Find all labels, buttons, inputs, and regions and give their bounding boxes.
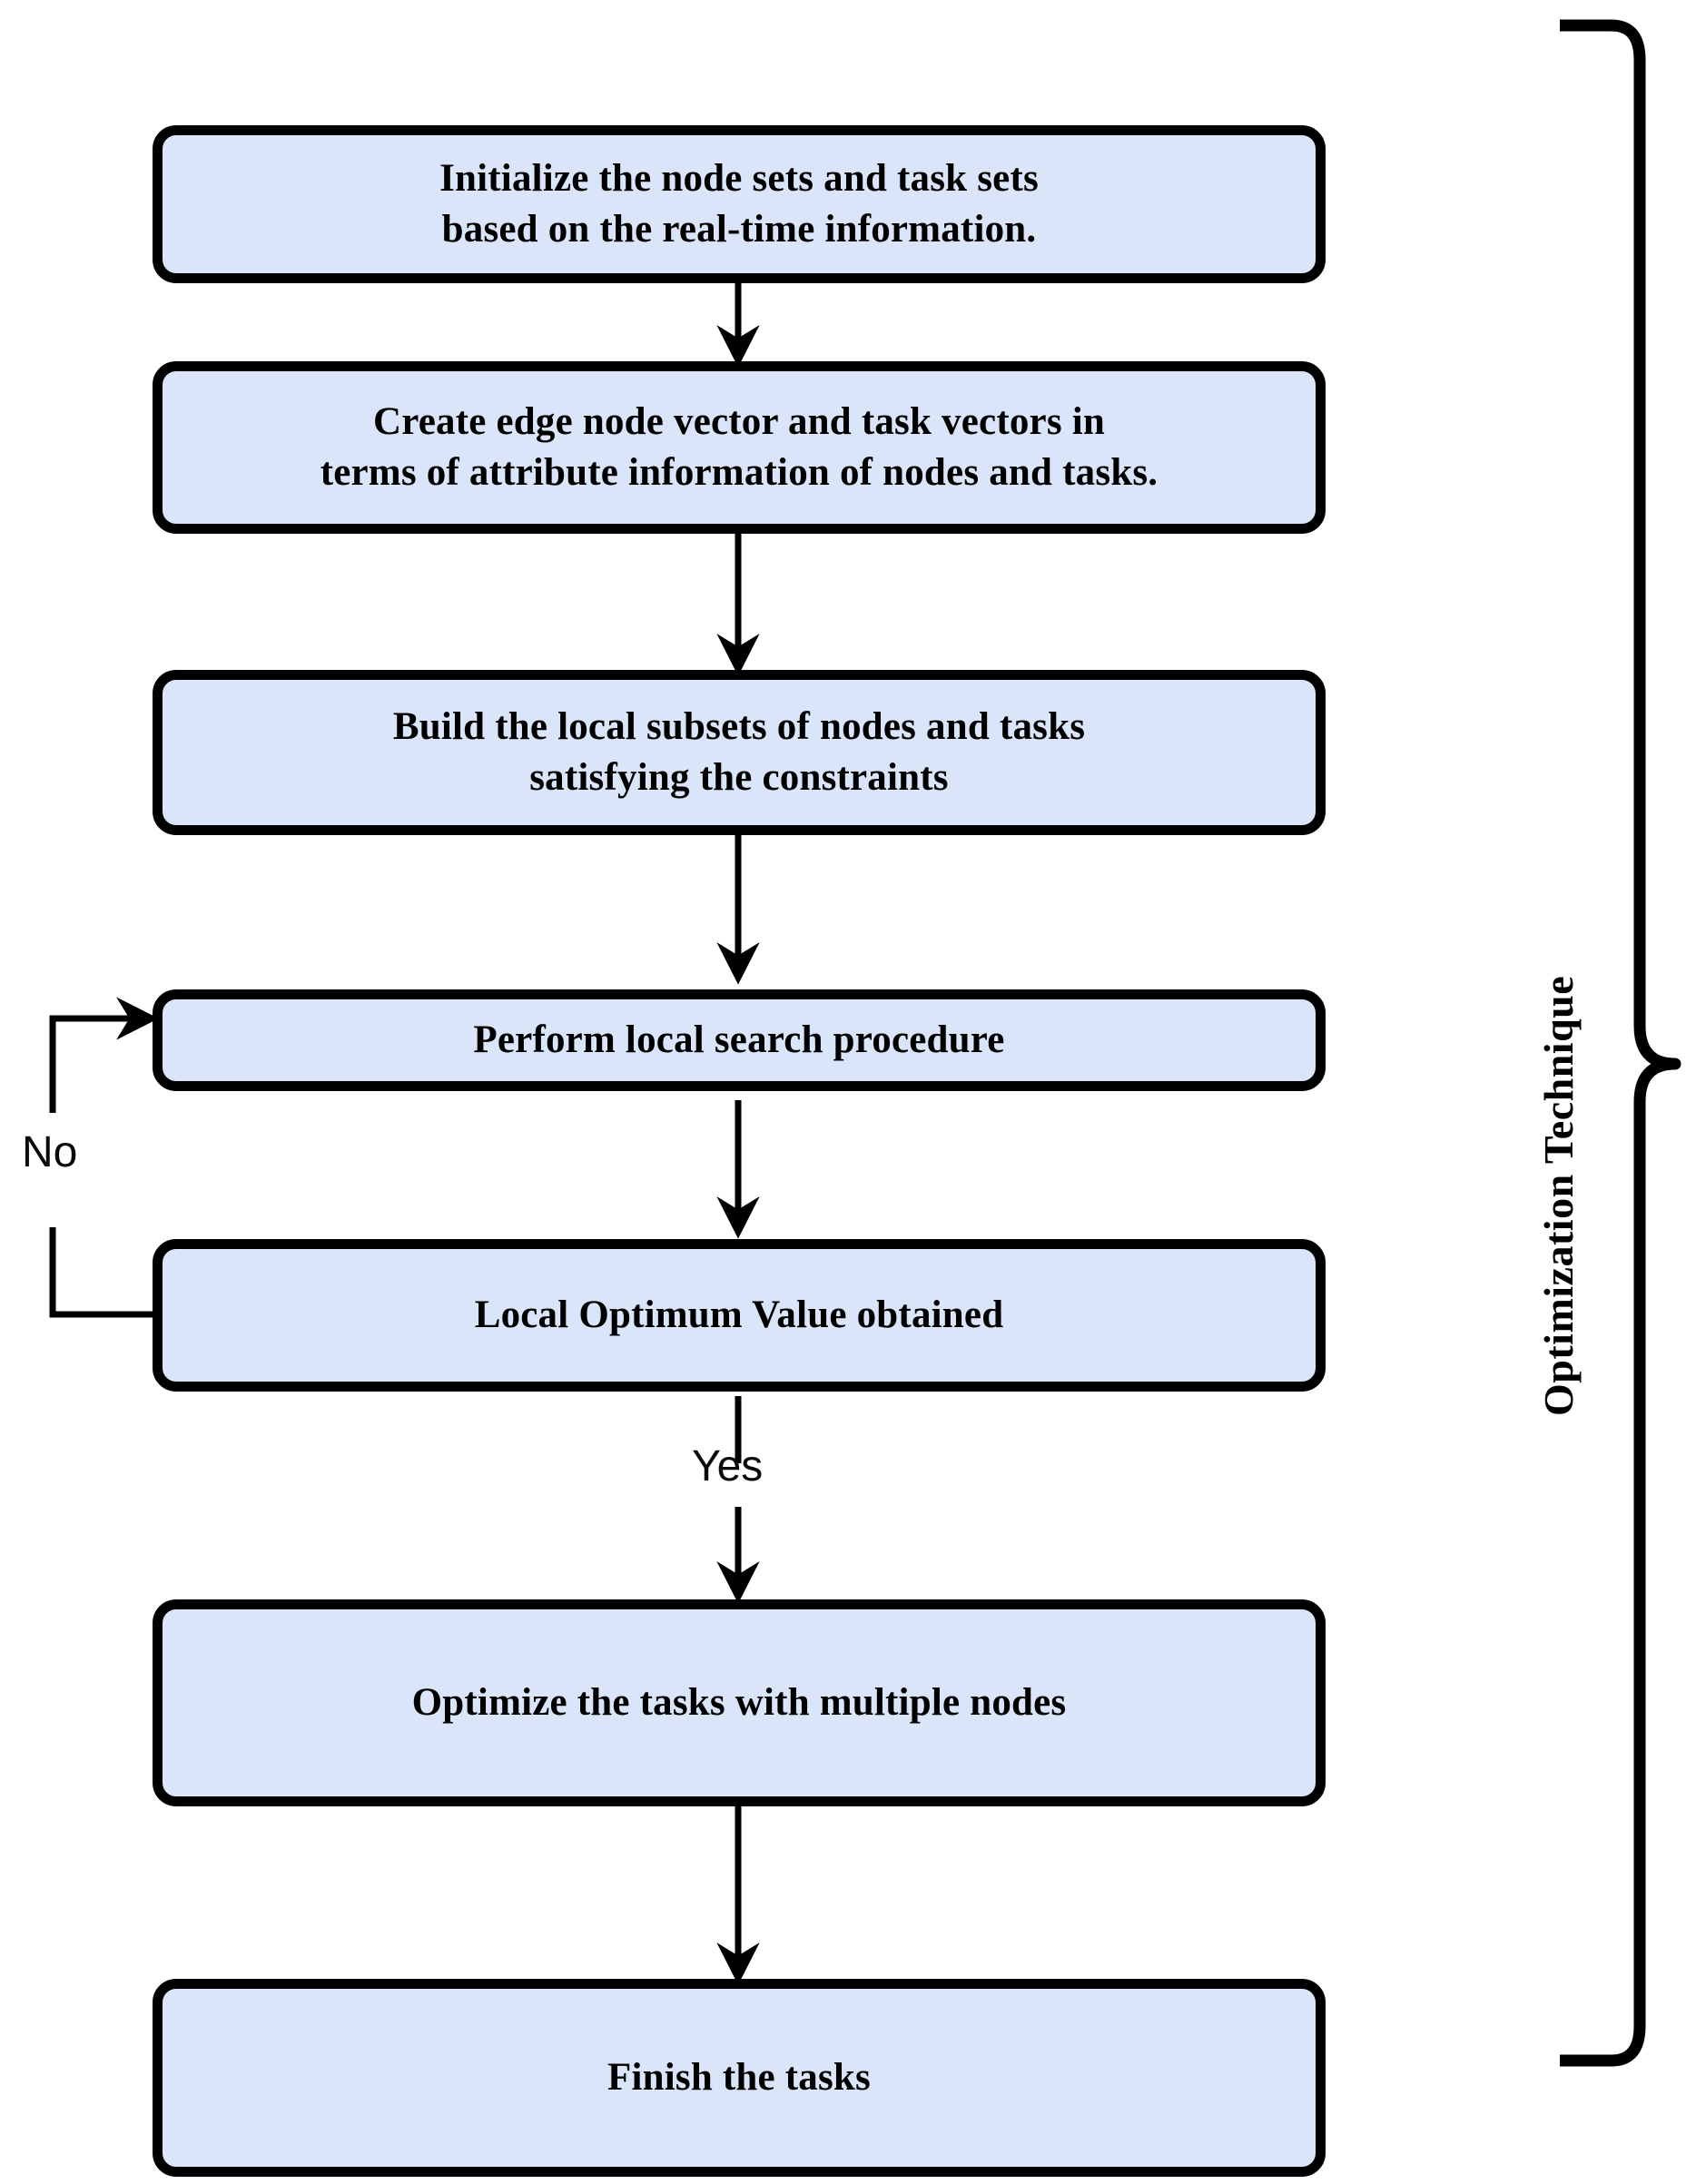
node-optimize-tasks-label: Optimize the tasks with multiple nodes bbox=[411, 1681, 1067, 1725]
optimization-technique-label: Optimization Technique bbox=[1535, 975, 1582, 1416]
node-local-optimum[interactable]: Local Optimum Value obtained bbox=[153, 1239, 1326, 1392]
node-initialize-label: Initialize the node sets and task sets b… bbox=[439, 157, 1039, 251]
edge-label-yes: Yes bbox=[692, 1442, 764, 1490]
node-finish-tasks-label: Finish the tasks bbox=[607, 2056, 871, 2100]
loop-no-upper-segment bbox=[49, 997, 159, 1113]
node-local-search-label: Perform local search procedure bbox=[473, 1018, 1005, 1062]
edge-label-no: No bbox=[22, 1128, 78, 1176]
node-initialize[interactable]: Initialize the node sets and task sets b… bbox=[153, 125, 1326, 283]
node-local-search[interactable]: Perform local search procedure bbox=[153, 989, 1326, 1091]
node-create-vectors-label: Create edge node vector and task vectors… bbox=[320, 400, 1159, 494]
node-build-subsets[interactable]: Build the local subsets of nodes and tas… bbox=[153, 670, 1326, 835]
node-build-subsets-label: Build the local subsets of nodes and tas… bbox=[392, 705, 1086, 799]
optimization-technique-brace bbox=[1560, 19, 1681, 2067]
node-finish-tasks[interactable]: Finish the tasks bbox=[153, 1979, 1326, 2177]
node-optimize-tasks[interactable]: Optimize the tasks with multiple nodes bbox=[153, 1599, 1326, 1806]
loop-no-lower-segment bbox=[49, 1227, 153, 1318]
node-create-vectors[interactable]: Create edge node vector and task vectors… bbox=[153, 361, 1326, 534]
node-local-optimum-label: Local Optimum Value obtained bbox=[474, 1294, 1004, 1337]
